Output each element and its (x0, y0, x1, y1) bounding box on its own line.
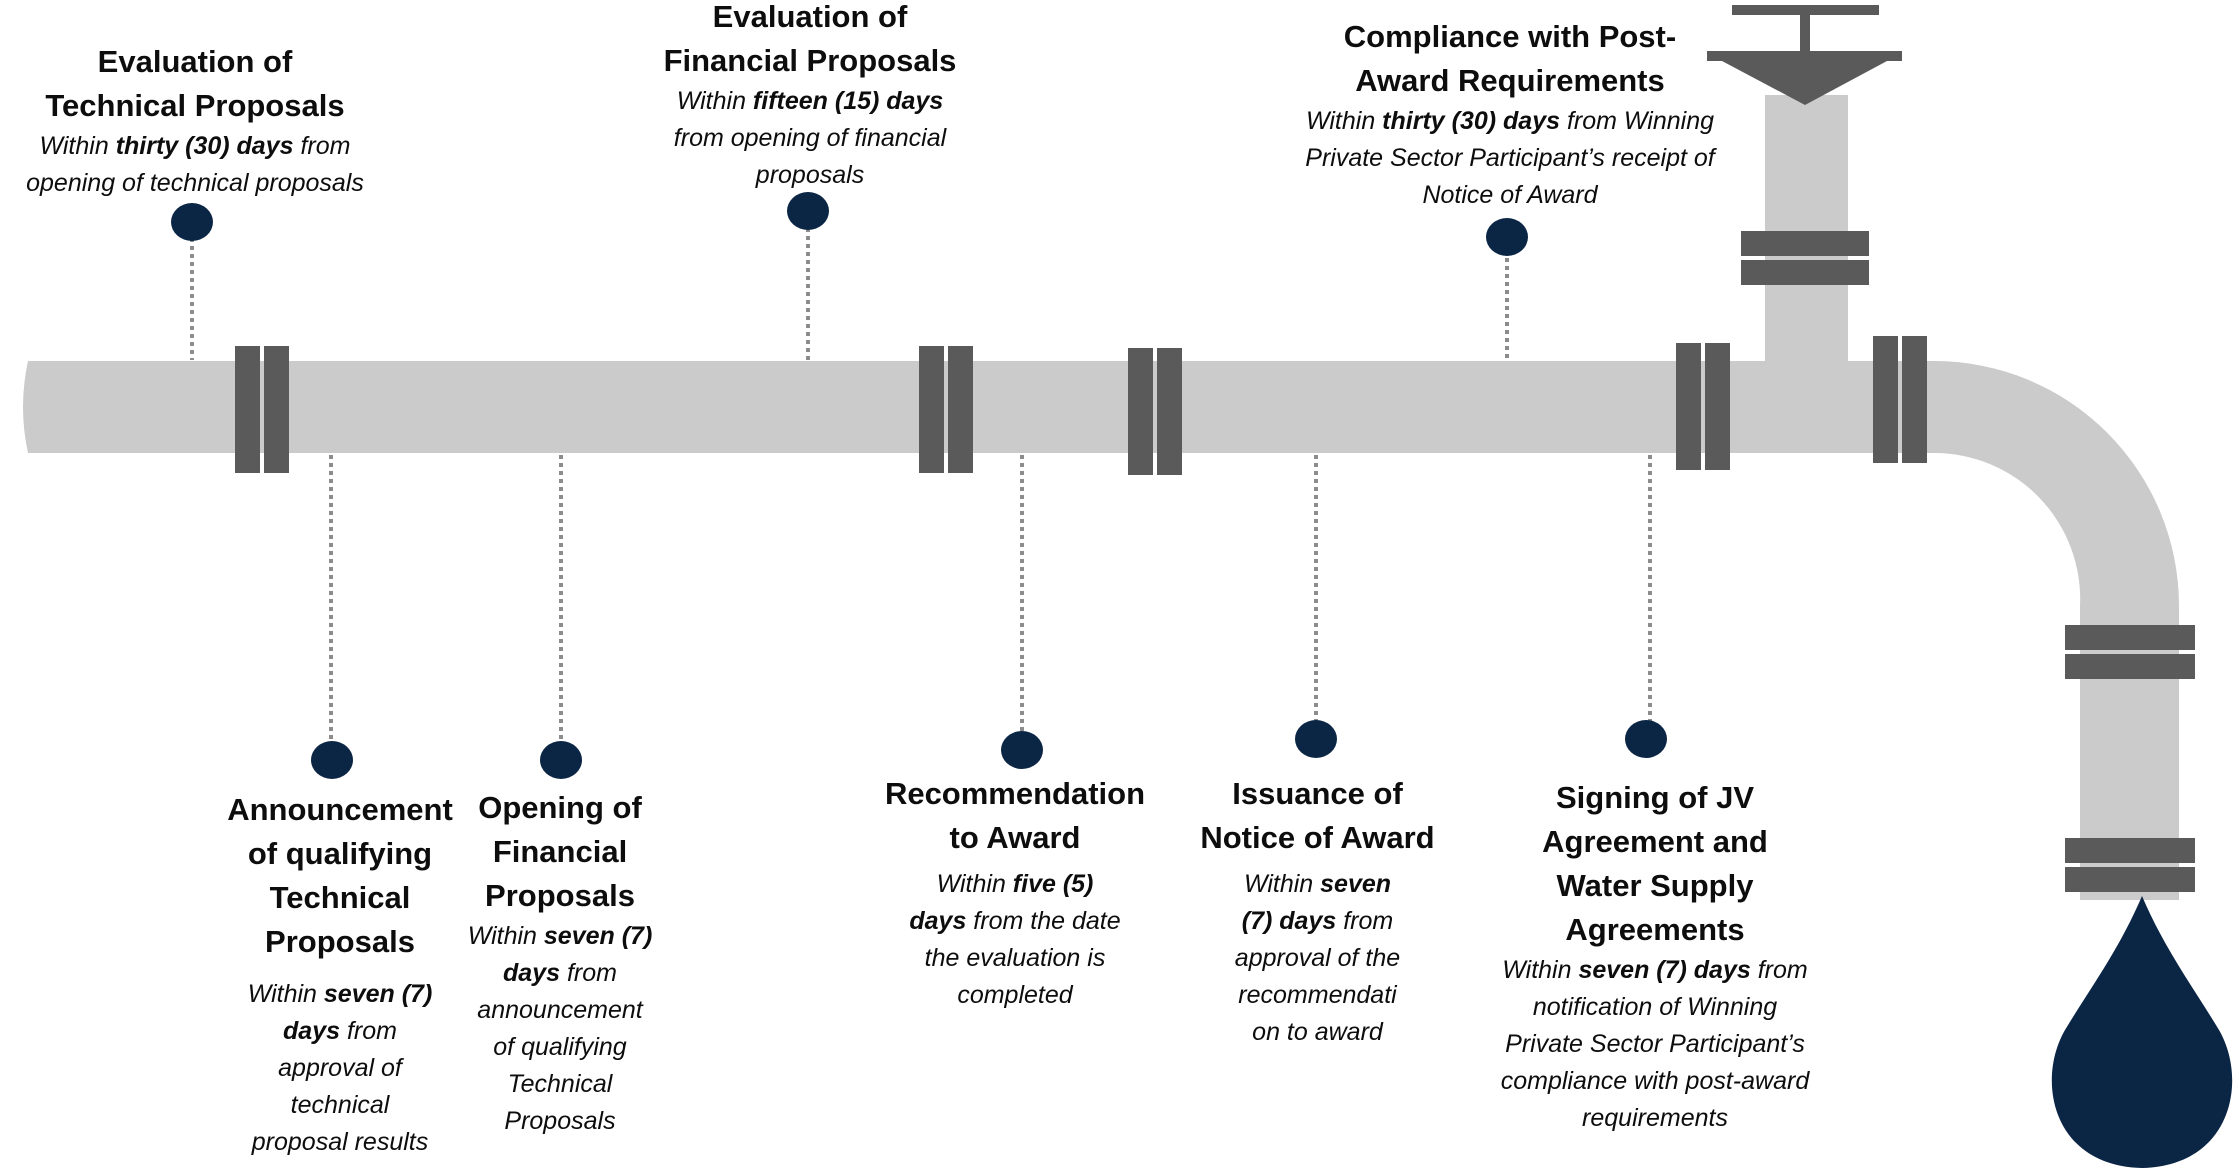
stage-timeframe: Within fifteen (15) days from opening of… (673, 87, 947, 189)
stage-timeframe: Within thirty (30) days from Winning Pri… (1305, 107, 1715, 209)
stage-timeframe: Within seven (7) days from approval of t… (1234, 870, 1401, 1046)
stage-compliance-post-award: Compliance with Post-Award Requirements … (1280, 15, 1740, 214)
circle-marker-icon (1486, 218, 1528, 256)
stage-recommendation-award: Recommendation to Award Within five (5) … (870, 772, 1160, 1014)
stage-evaluation-technical: Evaluation of Technical Proposals Within… (0, 40, 390, 202)
stage-timeframe: Within seven (7) days from notification … (1500, 956, 1810, 1132)
circle-marker-icon (787, 192, 829, 230)
stage-timeframe: Within seven (7) days from approval of t… (247, 980, 433, 1156)
water-drop-icon (2051, 896, 2233, 1168)
valve-icon (1707, 5, 1902, 105)
stage-issuance-notice: Issuance of Notice of Award Within seven… (1185, 772, 1450, 1051)
stage-title: Evaluation of Financial Proposals (663, 0, 957, 78)
vertical-inlet-pipe (1765, 95, 1848, 365)
stage-timeframe: Within five (5) days from the date the e… (909, 870, 1121, 1009)
stage-announcement-qualifying: Announcement of qualifying Technical Pro… (215, 788, 465, 1161)
stage-title: Recommendation to Award (884, 776, 1146, 855)
horizontal-pipe (23, 361, 1930, 453)
stage-title: Compliance with Post-Award Requirements (1343, 19, 1677, 98)
stage-signing-agreements: Signing of JV Agreement and Water Supply… (1500, 776, 1810, 1137)
stage-timeframe: Within thirty (30) days from opening of … (26, 132, 364, 197)
stage-title: Evaluation of Technical Proposals (45, 44, 345, 123)
flange (919, 346, 973, 473)
flange (235, 346, 289, 473)
circle-marker-icon (311, 741, 353, 779)
elbow-outlet-pipe (1924, 361, 2179, 900)
circle-marker-icon (1295, 720, 1337, 758)
pipe-flanges (235, 231, 2195, 892)
circle-marker-icon (540, 741, 582, 779)
flange (1873, 336, 1927, 463)
flange (2065, 625, 2195, 679)
stage-title: Issuance of Notice of Award (1200, 776, 1435, 855)
stage-title: Signing of JV Agreement and Water Supply… (1542, 780, 1768, 947)
flange (1128, 348, 1182, 475)
flange (1676, 343, 1730, 470)
circle-marker-icon (1001, 731, 1043, 769)
stage-timeframe: Within seven (7) days from announcement … (467, 922, 653, 1135)
stage-evaluation-financial: Evaluation of Financial Proposals Within… (650, 0, 970, 194)
flange (1741, 231, 1869, 285)
flange (2065, 838, 2195, 892)
stage-title: Announcement of qualifying Technical Pro… (227, 792, 453, 959)
circle-marker-icon (1625, 720, 1667, 758)
circle-marker-icon (171, 203, 213, 241)
stage-title: Opening of Financial Proposals (478, 790, 642, 913)
stage-opening-financial: Opening of Financial Proposals Within se… (465, 786, 655, 1140)
